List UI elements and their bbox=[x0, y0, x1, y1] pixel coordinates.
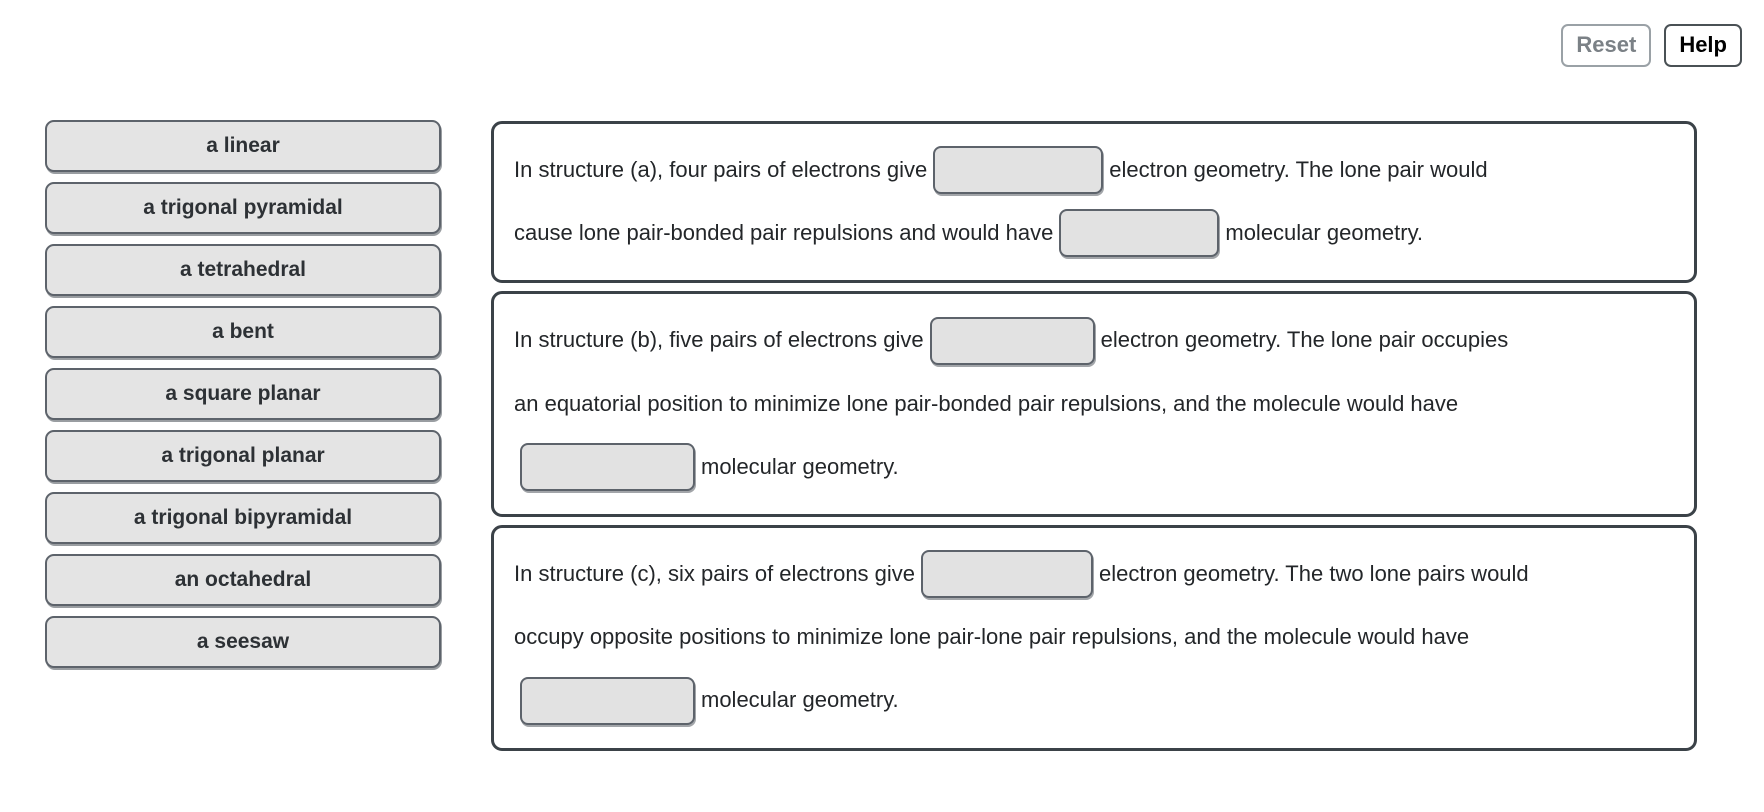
palette-tile-trigonal-pyramidal[interactable]: a trigonal pyramidal bbox=[45, 182, 441, 234]
palette-tile-trigonal-planar[interactable]: a trigonal planar bbox=[45, 430, 441, 482]
statement-text: occupy opposite positions to minimize lo… bbox=[514, 624, 1470, 650]
help-button[interactable]: Help bbox=[1664, 24, 1742, 67]
palette-tile-octahedral[interactable]: an octahedral bbox=[45, 554, 441, 606]
palette-tile-label: a linear bbox=[206, 134, 280, 157]
statement-text: molecular geometry. bbox=[701, 687, 899, 713]
palette-tile-trigonal-bipyramidal[interactable]: a trigonal bipyramidal bbox=[45, 492, 441, 544]
reset-button[interactable]: Reset bbox=[1561, 24, 1652, 67]
statement-line: In structure (a), four pairs of electron… bbox=[514, 138, 1674, 201]
statement-text: electron geometry. The lone pair would bbox=[1109, 157, 1488, 183]
statement-text: molecular geometry. bbox=[1225, 220, 1424, 246]
dropzone-c-electron-geometry[interactable] bbox=[921, 550, 1094, 599]
statement-line: In structure (c), six pairs of electrons… bbox=[514, 542, 1674, 605]
statement-panel-structure-a: In structure (a), four pairs of electron… bbox=[491, 121, 1697, 284]
palette-tile-label: an octahedral bbox=[174, 568, 312, 591]
statement-text: In structure (c), six pairs of electrons… bbox=[514, 561, 916, 587]
statement-panel-structure-b: In structure (b), five pairs of electron… bbox=[491, 291, 1697, 517]
palette-tile-square-planar[interactable]: a square planar bbox=[45, 368, 441, 420]
dropzone-b-electron-geometry[interactable] bbox=[929, 316, 1095, 365]
dropzone-b-molecular-geometry[interactable] bbox=[520, 442, 695, 491]
statement-text: an equatorial position to minimize lone … bbox=[514, 390, 1459, 416]
dropzone-a-electron-geometry[interactable] bbox=[933, 146, 1104, 195]
statement-text: In structure (b), five pairs of electron… bbox=[514, 327, 924, 353]
statement-text: electron geometry. The lone pair occupie… bbox=[1100, 327, 1509, 353]
statement-line: cause lone pair-bonded pair repulsions a… bbox=[514, 201, 1674, 264]
statement-line: molecular geometry. bbox=[514, 668, 1674, 731]
statement-line: occupy opposite positions to minimize lo… bbox=[514, 605, 1674, 668]
statement-line: an equatorial position to minimize lone … bbox=[514, 372, 1674, 435]
statement-text: electron geometry. The two lone pairs wo… bbox=[1099, 561, 1529, 587]
palette-tile-bent[interactable]: a bent bbox=[45, 306, 441, 358]
statement-text: molecular geometry. bbox=[701, 453, 899, 479]
palette-tile-label: a seesaw bbox=[196, 630, 290, 653]
statement-panel-structure-c: In structure (c), six pairs of electrons… bbox=[491, 524, 1697, 751]
statement-text: In structure (a), four pairs of electron… bbox=[514, 157, 928, 183]
toolbar: Reset Help bbox=[1561, 24, 1742, 67]
statement-line: In structure (b), five pairs of electron… bbox=[514, 308, 1674, 371]
palette-tile-label: a bent bbox=[212, 320, 274, 343]
dropzone-a-molecular-geometry[interactable] bbox=[1059, 209, 1220, 258]
palette-tile-label: a trigonal bipyramidal bbox=[133, 506, 353, 529]
palette-tile-linear[interactable]: a linear bbox=[45, 120, 441, 172]
option-palette: a linear a trigonal pyramidal a tetrahed… bbox=[45, 120, 441, 668]
palette-tile-tetrahedral[interactable]: a tetrahedral bbox=[45, 244, 441, 296]
palette-tile-label: a square planar bbox=[165, 382, 321, 405]
statement-text: cause lone pair-bonded pair repulsions a… bbox=[514, 220, 1054, 246]
statement-line: molecular geometry. bbox=[514, 435, 1674, 498]
palette-tile-label: a trigonal planar bbox=[161, 444, 325, 467]
palette-tile-seesaw[interactable]: a seesaw bbox=[45, 616, 441, 668]
statement-panels: In structure (a), four pairs of electron… bbox=[491, 121, 1697, 751]
palette-tile-label: a trigonal pyramidal bbox=[143, 196, 343, 219]
palette-tile-label: a tetrahedral bbox=[179, 258, 307, 281]
dropzone-c-molecular-geometry[interactable] bbox=[520, 676, 695, 725]
